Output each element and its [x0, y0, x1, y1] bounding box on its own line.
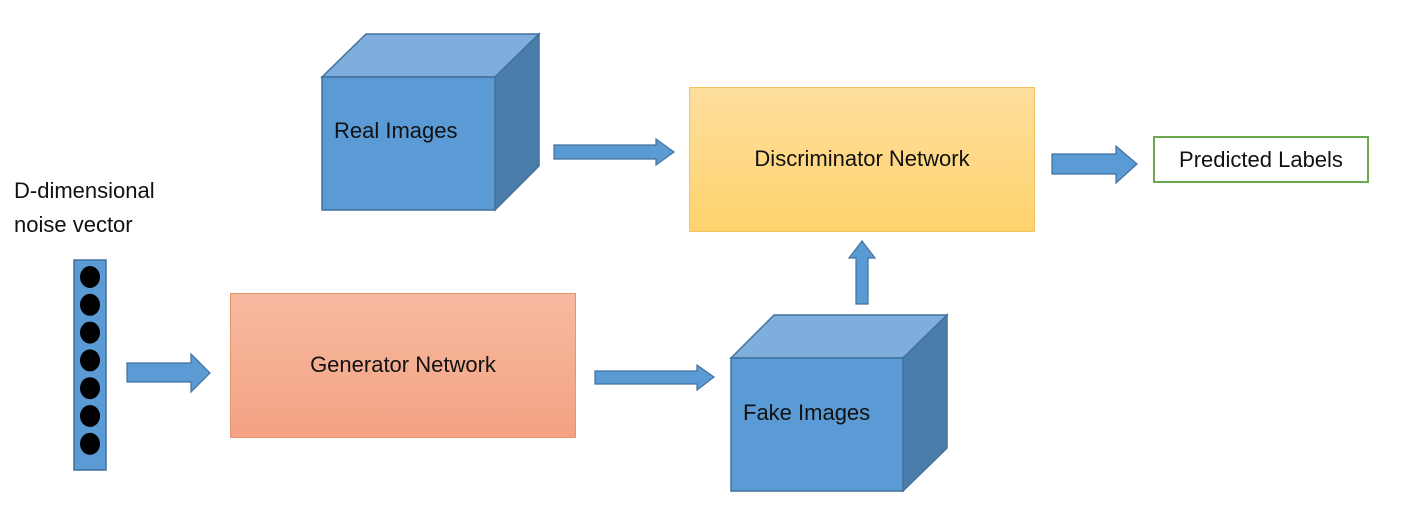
- generator-network-label: Generator Network: [310, 351, 496, 377]
- arrow-real-to-discriminator: [553, 137, 676, 167]
- fake-cube-front: [730, 357, 904, 492]
- fake-images-cube: [729, 313, 949, 493]
- noise-label-line2: noise vector: [14, 212, 133, 237]
- discriminator-network-box: Discriminator Network: [689, 87, 1035, 232]
- real-cube-front: [321, 76, 496, 211]
- noise-dot: [80, 405, 100, 427]
- arrow-noise-to-generator: [126, 352, 211, 394]
- predicted-labels-label: Predicted Labels: [1179, 146, 1343, 172]
- noise-dot: [80, 321, 100, 344]
- arrow-discriminator-to-output: [1051, 144, 1138, 185]
- noise-dot: [80, 432, 100, 455]
- noise-dot: [80, 266, 100, 288]
- noise-vector-dots: [80, 266, 100, 455]
- noise-dot: [80, 377, 100, 400]
- generator-network-box: Generator Network: [230, 293, 576, 438]
- noise-label-line1: D-dimensional: [14, 178, 155, 203]
- arrow-generator-to-fake: [594, 363, 716, 392]
- arrow-fake-to-discriminator: [847, 240, 877, 305]
- predicted-labels-box: Predicted Labels: [1153, 136, 1369, 183]
- real-images-cube: [320, 32, 541, 212]
- noise-vector-label: D-dimensional noise vector: [14, 174, 155, 242]
- noise-vector: [73, 259, 107, 471]
- discriminator-network-label: Discriminator Network: [754, 145, 970, 171]
- noise-dot: [80, 349, 100, 372]
- fake-images-label: Fake Images: [743, 400, 871, 425]
- noise-dot: [80, 293, 100, 316]
- real-images-label: Real Images: [334, 118, 458, 143]
